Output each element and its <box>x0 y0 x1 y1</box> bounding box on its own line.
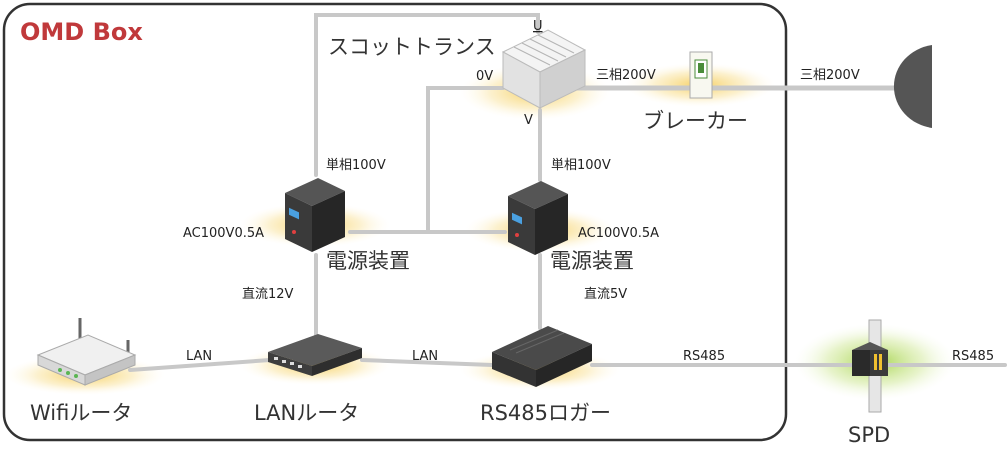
rs485-logger-device <box>492 326 592 387</box>
rs485-inner-label: RS485 <box>683 349 725 364</box>
power-source-half-circle <box>893 45 932 128</box>
omd-box-frame <box>2 2 788 442</box>
lan-right-label: LAN <box>412 349 438 364</box>
psu-right-device <box>508 181 568 255</box>
lan-left-label: LAN <box>186 349 212 364</box>
wire-transformer-0v <box>426 86 505 234</box>
psu-right-label: 電源装置 <box>550 249 634 273</box>
wire-lan-right <box>360 358 494 367</box>
rs485-outer-label: RS485 <box>952 349 994 364</box>
wifi-router-device <box>36 318 137 386</box>
psu-left-rating: AC100V0.5A <box>183 226 264 241</box>
psu-left-device <box>285 178 345 252</box>
psu-right-rating: AC100V0.5A <box>578 226 659 241</box>
spd-device <box>852 319 888 413</box>
psu-left-label: 電源装置 <box>326 249 410 273</box>
wire-lan-left <box>128 358 272 372</box>
rs485-logger-label: RS485ロガー <box>480 401 611 425</box>
dc-left-label: 直流12V <box>242 287 294 302</box>
single-phase-left-label: 単相100V <box>326 157 386 173</box>
single-phase-right-label: 単相100V <box>551 157 611 173</box>
breaker-label: ブレーカー <box>643 109 748 133</box>
wifi-router-label: Wifiルータ <box>30 401 132 425</box>
wire-transformer-u-to-psu-left <box>314 13 540 177</box>
spd-label: SPD <box>848 423 890 447</box>
transformer-u-label: U <box>533 19 543 34</box>
breaker-device <box>689 51 713 99</box>
scott-transformer <box>501 29 587 109</box>
wiring <box>128 13 1007 372</box>
lan-router-label: LANルータ <box>254 401 359 425</box>
three-phase-outer-label: 三相200V <box>800 68 860 83</box>
transformer-label: スコットトランス <box>328 35 496 59</box>
dc-right-label: 直流5V <box>584 287 627 302</box>
omd-box-title: OMD Box <box>20 18 143 46</box>
transformer-0v-label: 0V <box>476 69 493 84</box>
lan-router-device <box>268 334 362 376</box>
three-phase-inner-label: 三相200V <box>596 68 656 83</box>
transformer-v-label: V <box>524 113 533 128</box>
